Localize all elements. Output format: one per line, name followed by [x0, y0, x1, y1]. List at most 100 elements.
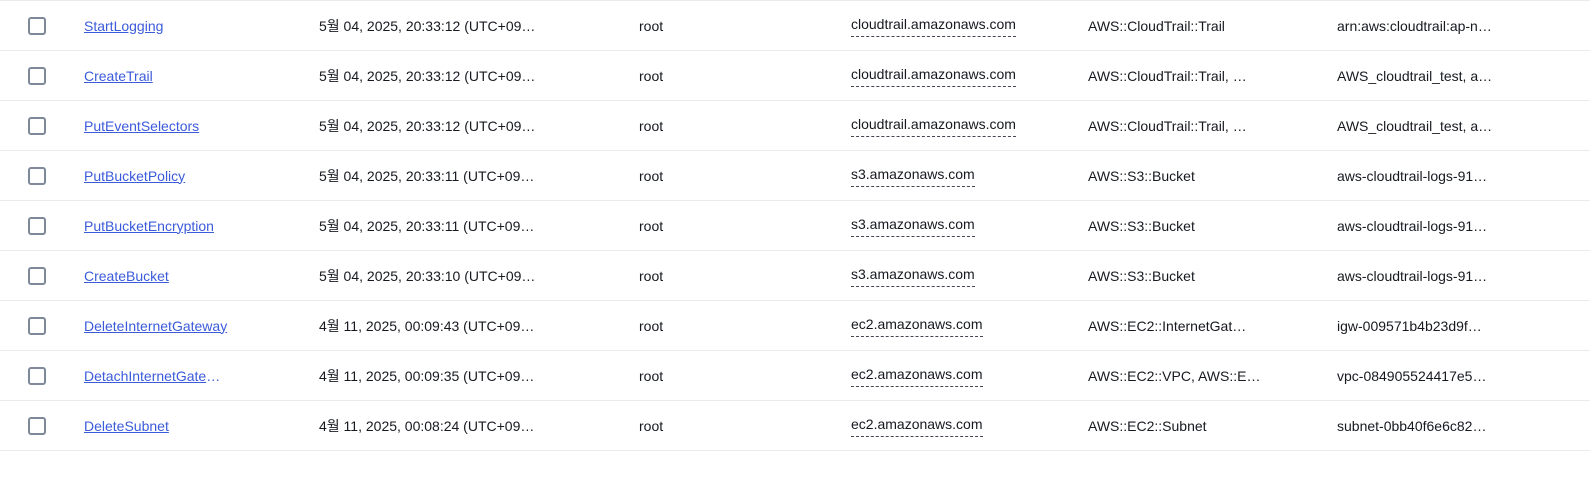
event-name-label: PutBucketPolicy — [84, 167, 186, 184]
user-name: root — [639, 217, 664, 234]
event-name-cell: CreateTrail — [84, 53, 319, 99]
event-source[interactable]: ec2.amazonaws.com — [851, 414, 983, 437]
table-row: CreateTrail 5월 04, 2025, 20:33:12 (UTC+0… — [0, 50, 1590, 100]
event-source[interactable]: cloudtrail.amazonaws.com — [851, 14, 1016, 37]
row-checkbox[interactable] — [28, 216, 46, 235]
resource-name: igw-009571b4b23d9f… — [1337, 317, 1482, 334]
event-name-label: StartLogging — [84, 17, 164, 34]
checkbox-cell — [0, 54, 84, 98]
resource-type: AWS::S3::Bucket — [1088, 267, 1195, 284]
event-source[interactable]: s3.amazonaws.com — [851, 264, 975, 287]
resource-type: AWS::CloudTrail::Trail, … — [1088, 117, 1247, 134]
table-row: DeleteInternetGateway 4월 11, 2025, 00:09… — [0, 300, 1590, 350]
checkbox-cell — [0, 304, 84, 348]
event-source-cell: cloudtrail.amazonaws.com — [851, 51, 1088, 100]
resource-type: AWS::EC2::Subnet — [1088, 417, 1207, 434]
event-time: 5월 04, 2025, 20:33:11 (UTC+09… — [319, 217, 535, 234]
resource-name: AWS_cloudtrail_test, a… — [1337, 67, 1493, 84]
event-name-link[interactable]: PutBucketEncryption — [84, 218, 214, 234]
event-name-label: PutBucketEncryption — [84, 217, 214, 234]
row-checkbox[interactable] — [28, 416, 46, 435]
event-time: 5월 04, 2025, 20:33:10 (UTC+09… — [319, 267, 536, 284]
event-name-link[interactable]: DeleteSubnet — [84, 418, 169, 434]
event-name-label: CreateTrail — [84, 67, 153, 84]
event-name-cell: PutBucketPolicy — [84, 153, 319, 199]
user-name: root — [639, 317, 664, 334]
event-name-link[interactable]: CreateTrail — [84, 68, 153, 84]
row-checkbox[interactable] — [28, 366, 46, 385]
event-name-ellipsis: … — [206, 367, 221, 384]
event-time: 4월 11, 2025, 00:09:43 (UTC+09… — [319, 317, 535, 334]
row-checkbox[interactable] — [28, 116, 46, 135]
event-name-link[interactable]: DeleteInternetGateway — [84, 318, 227, 334]
row-checkbox[interactable] — [28, 16, 46, 35]
table-row: DeleteSubnet 4월 11, 2025, 00:08:24 (UTC+… — [0, 400, 1590, 450]
event-source-cell: cloudtrail.amazonaws.com — [851, 101, 1088, 150]
event-name-label: DetachInternetGate — [84, 367, 207, 384]
event-source[interactable]: cloudtrail.amazonaws.com — [851, 114, 1016, 137]
checkbox-cell — [0, 4, 84, 48]
event-name-link[interactable]: PutBucketPolicy — [84, 168, 185, 184]
user-name: root — [639, 267, 664, 284]
event-name-link[interactable]: CreateBucket — [84, 268, 169, 284]
checkbox-cell — [0, 354, 84, 398]
event-source-cell: s3.amazonaws.com — [851, 251, 1088, 300]
event-source[interactable]: cloudtrail.amazonaws.com — [851, 64, 1016, 87]
resource-name: arn:aws:cloudtrail:ap-n… — [1337, 17, 1492, 34]
event-source[interactable]: s3.amazonaws.com — [851, 214, 975, 237]
table-row: PutBucketEncryption 5월 04, 2025, 20:33:1… — [0, 200, 1590, 250]
resource-name: aws-cloudtrail-logs-91… — [1337, 167, 1488, 184]
event-name-cell: StartLogging — [84, 3, 319, 49]
event-source[interactable]: ec2.amazonaws.com — [851, 364, 983, 387]
event-name-label: CreateBucket — [84, 267, 169, 284]
resource-name: aws-cloudtrail-logs-91… — [1337, 217, 1488, 234]
event-name-cell: DeleteSubnet — [84, 403, 319, 449]
user-name: root — [639, 367, 664, 384]
event-source[interactable]: s3.amazonaws.com — [851, 164, 975, 187]
event-name-link[interactable]: PutEventSelectors — [84, 118, 199, 134]
table-body: StartLogging 5월 04, 2025, 20:33:12 (UTC+… — [0, 0, 1590, 450]
row-checkbox[interactable] — [28, 316, 46, 335]
event-time: 5월 04, 2025, 20:33:12 (UTC+09… — [319, 17, 536, 34]
event-time: 4월 11, 2025, 00:08:24 (UTC+09… — [319, 417, 535, 434]
event-source-cell: s3.amazonaws.com — [851, 151, 1088, 200]
event-name-label: DeleteInternetGateway — [84, 317, 228, 334]
event-time: 5월 04, 2025, 20:33:11 (UTC+09… — [319, 167, 535, 184]
resource-name: AWS_cloudtrail_test, a… — [1337, 117, 1493, 134]
event-name-cell: DetachInternetGate… — [84, 353, 319, 399]
event-name-cell: CreateBucket — [84, 253, 319, 299]
event-name-label: DeleteSubnet — [84, 417, 169, 434]
event-name-link[interactable]: StartLogging — [84, 18, 163, 34]
user-name: root — [639, 167, 664, 184]
resource-name: subnet-0bb40f6e6c82… — [1337, 417, 1487, 434]
event-source-cell: cloudtrail.amazonaws.com — [851, 1, 1088, 50]
table-row: PutBucketPolicy 5월 04, 2025, 20:33:11 (U… — [0, 150, 1590, 200]
row-checkbox[interactable] — [28, 166, 46, 185]
event-time: 5월 04, 2025, 20:33:12 (UTC+09… — [319, 117, 536, 134]
table-row: CreateBucket 5월 04, 2025, 20:33:10 (UTC+… — [0, 250, 1590, 300]
user-name: root — [639, 417, 664, 434]
event-history-table: StartLogging 5월 04, 2025, 20:33:12 (UTC+… — [0, 0, 1590, 451]
user-name: root — [639, 17, 664, 34]
event-source-cell: ec2.amazonaws.com — [851, 351, 1088, 400]
table-row: StartLogging 5월 04, 2025, 20:33:12 (UTC+… — [0, 0, 1590, 50]
checkbox-cell — [0, 154, 84, 198]
event-source-cell: s3.amazonaws.com — [851, 201, 1088, 250]
row-checkbox[interactable] — [28, 266, 46, 285]
event-name-cell: DeleteInternetGateway — [84, 303, 319, 349]
event-source[interactable]: ec2.amazonaws.com — [851, 314, 983, 337]
event-time: 4월 11, 2025, 00:09:35 (UTC+09… — [319, 367, 535, 384]
resource-type: AWS::EC2::VPC, AWS::E… — [1088, 367, 1261, 384]
event-name-cell: PutBucketEncryption — [84, 203, 319, 249]
resource-type: AWS::S3::Bucket — [1088, 217, 1195, 234]
row-checkbox[interactable] — [28, 66, 46, 85]
resource-type: AWS::EC2::InternetGat… — [1088, 317, 1247, 334]
event-name-link[interactable]: DetachInternetGate… — [84, 368, 220, 384]
checkbox-cell — [0, 104, 84, 148]
resource-type: AWS::CloudTrail::Trail — [1088, 17, 1225, 34]
user-name: root — [639, 117, 664, 134]
resource-name: aws-cloudtrail-logs-91… — [1337, 267, 1488, 284]
resource-type: AWS::S3::Bucket — [1088, 167, 1195, 184]
event-name-label: PutEventSelectors — [84, 117, 200, 134]
checkbox-cell — [0, 204, 84, 248]
